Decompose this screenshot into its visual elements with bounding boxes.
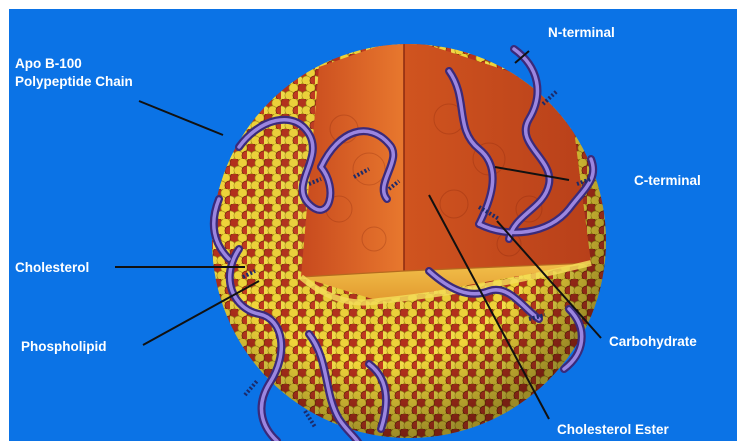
label-cholesterol: Cholesterol: [15, 260, 89, 275]
label-carbohydrate: Carbohydrate: [609, 334, 697, 349]
label-cholesterol-ester: Cholesterol Ester: [557, 422, 670, 437]
label-apo-b100-line2: Polypeptide Chain: [15, 74, 133, 89]
diagram-canvas: Apo B-100 Polypeptide Chain N-terminal C…: [9, 9, 737, 441]
lipoprotein-diagram: Apo B-100 Polypeptide Chain N-terminal C…: [9, 9, 737, 441]
label-c-terminal: C-terminal: [634, 173, 701, 188]
label-n-terminal: N-terminal: [548, 25, 615, 40]
label-apo-b100-line1: Apo B-100: [15, 56, 82, 71]
label-phospholipid: Phospholipid: [21, 339, 107, 354]
